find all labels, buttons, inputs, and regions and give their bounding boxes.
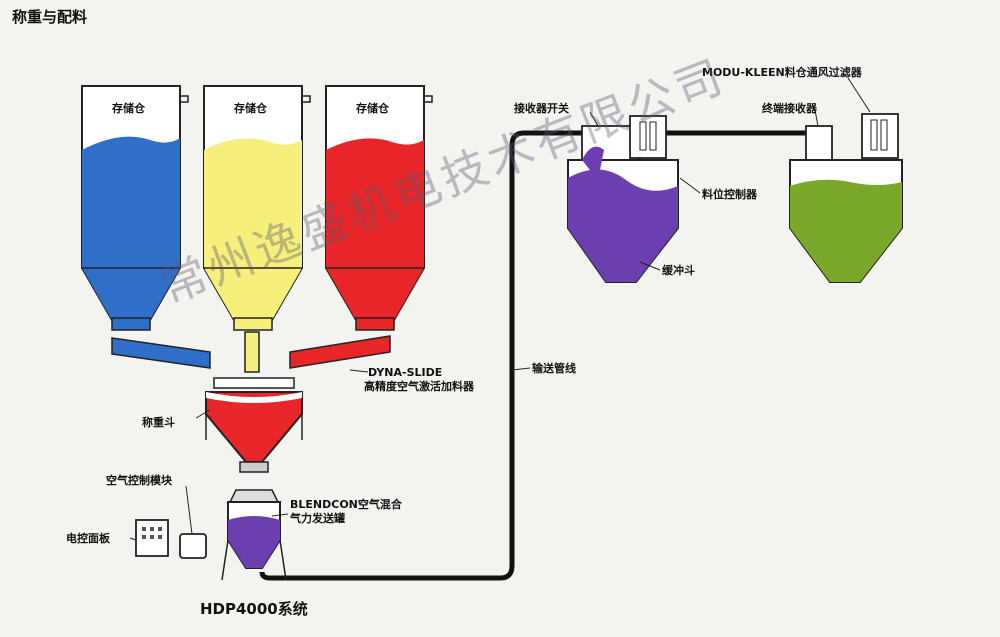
terminal-receiver-label: 终端接收器 (762, 102, 817, 115)
level-controller-label: 料位控制器 (702, 188, 757, 201)
modu-kleen-label: MODU-KLEEN料仓通风过滤器 (702, 66, 862, 79)
silo-3-label: 存储仓 (356, 102, 389, 115)
silo-2-label: 存储仓 (234, 102, 267, 115)
weigh-hopper-label: 称重斗 (142, 416, 175, 429)
air-control-module-box (179, 533, 207, 559)
feeder-blue (111, 337, 211, 369)
blendcon-desc: 气力发送罐 (290, 512, 345, 525)
weigh-hopper (205, 377, 303, 473)
feeder-red (289, 335, 391, 369)
page-title: 称重与配料 (12, 8, 88, 26)
silo-3 (325, 85, 433, 331)
receiver-surge-hopper (567, 115, 679, 283)
silo-2 (203, 85, 311, 331)
silo-1-label: 存储仓 (112, 102, 145, 115)
receiver-terminal (789, 113, 903, 283)
blendcon-vessel (221, 489, 287, 581)
silo-1 (81, 85, 189, 331)
electrical-panel-label: 电控面板 (66, 532, 110, 545)
blendcon-label: BLENDCON空气混合 (290, 498, 402, 511)
system-label: HDP4000系统 (200, 600, 308, 618)
conveying-pipe (259, 130, 582, 581)
feeder-yellow (244, 331, 260, 373)
dyna-slide-desc: 高精度空气激活加料器 (364, 380, 474, 393)
conveying-line-label: 输送管线 (532, 362, 576, 375)
surge-hopper-label: 缓冲斗 (662, 264, 695, 277)
dyna-slide-label: DYNA-SLIDE (368, 366, 443, 379)
receiver-switch-label: 接收器开关 (514, 102, 569, 115)
air-control-module-label: 空气控制模块 (106, 474, 172, 487)
